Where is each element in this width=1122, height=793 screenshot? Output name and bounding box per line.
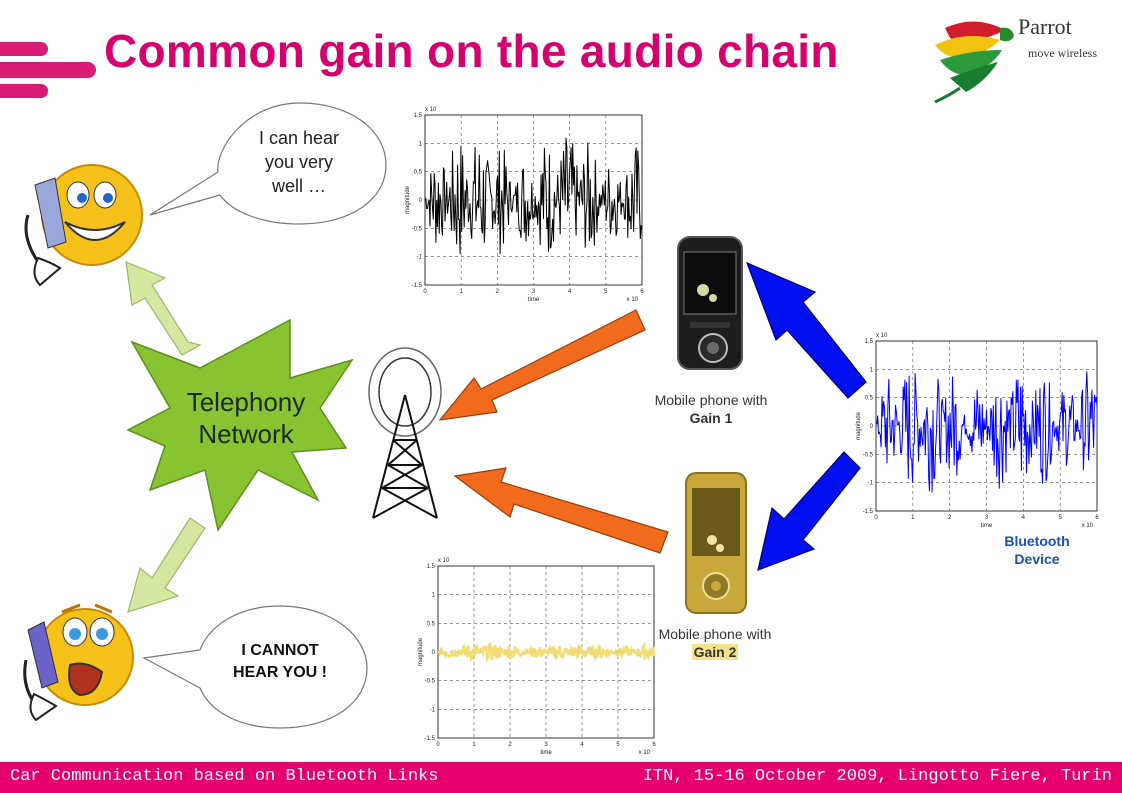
x-axis-label: time [540,750,552,756]
phone1-label-text: Mobile phone with [654,392,768,408]
mobile-phone-2-icon [685,472,747,614]
x-tick-label: 0 [874,515,878,521]
x-tick-label: 2 [508,742,512,748]
slide-title: Common gain on the audio chain [104,25,839,77]
phone1-label: Mobile phone with Gain 1 [648,391,774,427]
x-tick-label: 1 [911,515,915,521]
antenna-tower-icon [368,347,442,519]
bluetooth-device-label: Bluetooth Device [1004,533,1070,567]
x-axis-label: time [528,297,540,303]
telephony-network-label: Telephony Network [186,387,306,449]
speech-bubble-bottom [142,605,368,729]
x-scale-label: x 10 [1082,523,1094,529]
y-tick-label: 1.5 [427,564,436,570]
title-bar-bottom [0,84,48,98]
y-tick-label: 0.5 [414,170,423,176]
y-tick-label: -0.5 [425,679,436,685]
title-bar-middle [0,62,96,78]
shocked-smiley-icon [23,603,134,722]
y-tick-label: 1 [419,141,423,147]
y-scale-label: x 10 [425,107,437,113]
title-bar-top [0,42,48,56]
x-tick-label: 6 [640,289,644,295]
y-tick-label: 0 [419,198,423,204]
y-tick-label: -1.5 [412,283,423,289]
y-tick-label: 1.5 [865,339,874,345]
x-tick-label: 6 [1095,515,1099,521]
phone1-gain: Gain 1 [689,410,733,426]
y-tick-label: 0 [870,424,874,430]
y-tick-label: -1 [417,255,423,261]
y-tick-label: 0.5 [427,621,436,627]
top-waveform-line [424,137,643,255]
phone2-label-text: Mobile phone with [658,626,772,642]
x-tick-label: 5 [1058,515,1062,521]
x-tick-label: 3 [985,515,989,521]
y-tick-label: -1 [430,707,436,713]
footer-left: Car Communication based on Bluetooth Lin… [10,767,439,786]
y-tick-label: 0.5 [865,396,874,402]
y-tick-label: 1 [432,593,436,599]
x-tick-label: 4 [1022,515,1026,521]
x-scale-label: x 10 [639,750,651,756]
brand-tagline: move wireless [1028,46,1097,60]
x-tick-label: 6 [652,742,656,748]
blue-arrow-to-phone1 [745,261,867,399]
x-scale-label: x 10 [627,297,639,303]
happy-smiley-icon [24,164,143,287]
phone2-gain: Gain 2 [691,644,739,660]
orange-arrow-phone1-to-tower [438,309,646,421]
footer-right: ITN, 15-16 October 2009, Lingotto Fiere,… [642,767,1112,786]
telephony-network-star [126,318,354,532]
mobile-phone-1-icon [677,236,743,370]
green-arrow-down [127,517,206,613]
parrot-brand: Parrot move wireless [1018,14,1097,61]
footer-bar: Car Communication based on Bluetooth Lin… [0,762,1122,793]
x-tick-label: 3 [532,289,536,295]
y-tick-label: -0.5 [412,226,423,232]
y-scale-label: x 10 [438,558,450,564]
y-tick-label: -1.5 [425,736,436,742]
orange-arrow-phone2-to-tower [453,467,669,554]
y-axis-label: magnitude [405,185,411,214]
x-tick-label: 2 [948,515,952,521]
x-axis-label: time [981,523,993,529]
brand-name: Parrot [1018,14,1072,39]
x-tick-label: 1 [472,742,476,748]
bluetooth-waveform-plot [875,340,1098,512]
speech-bottom-text: I CANNOT HEAR YOU ! [233,642,327,681]
x-tick-label: 1 [459,289,463,295]
y-tick-label: -1.5 [863,509,874,515]
x-tick-label: 0 [436,742,440,748]
y-tick-label: -0.5 [863,452,874,458]
x-tick-label: 0 [423,289,427,295]
y-tick-label: 0 [432,650,436,656]
y-axis-label: magnitude [856,411,862,440]
speech-top-text: I can hear you very well … [258,128,340,196]
x-tick-label: 5 [616,742,620,748]
speech-bubble-top [149,102,387,225]
x-tick-label: 5 [604,289,608,295]
bluetooth-waveform-line [875,371,1098,493]
phone2-label: Mobile phone with Gain 2 [656,625,774,661]
y-axis-label: magnitude [418,637,424,666]
y-scale-label: x 10 [876,333,888,339]
x-tick-label: 4 [568,289,572,295]
x-tick-label: 3 [544,742,548,748]
parrot-logo-icon [934,21,1014,104]
green-arrow-up [125,261,202,356]
y-tick-label: 1 [870,367,874,373]
x-tick-label: 2 [496,289,500,295]
bottom-waveform-plot [437,565,656,739]
y-tick-label: -1 [868,481,874,487]
bottom-waveform-line [437,641,656,663]
top-waveform-plot [424,114,643,286]
x-tick-label: 4 [580,742,584,748]
blue-arrow-to-phone2 [757,451,861,571]
y-tick-label: 1.5 [414,113,423,119]
